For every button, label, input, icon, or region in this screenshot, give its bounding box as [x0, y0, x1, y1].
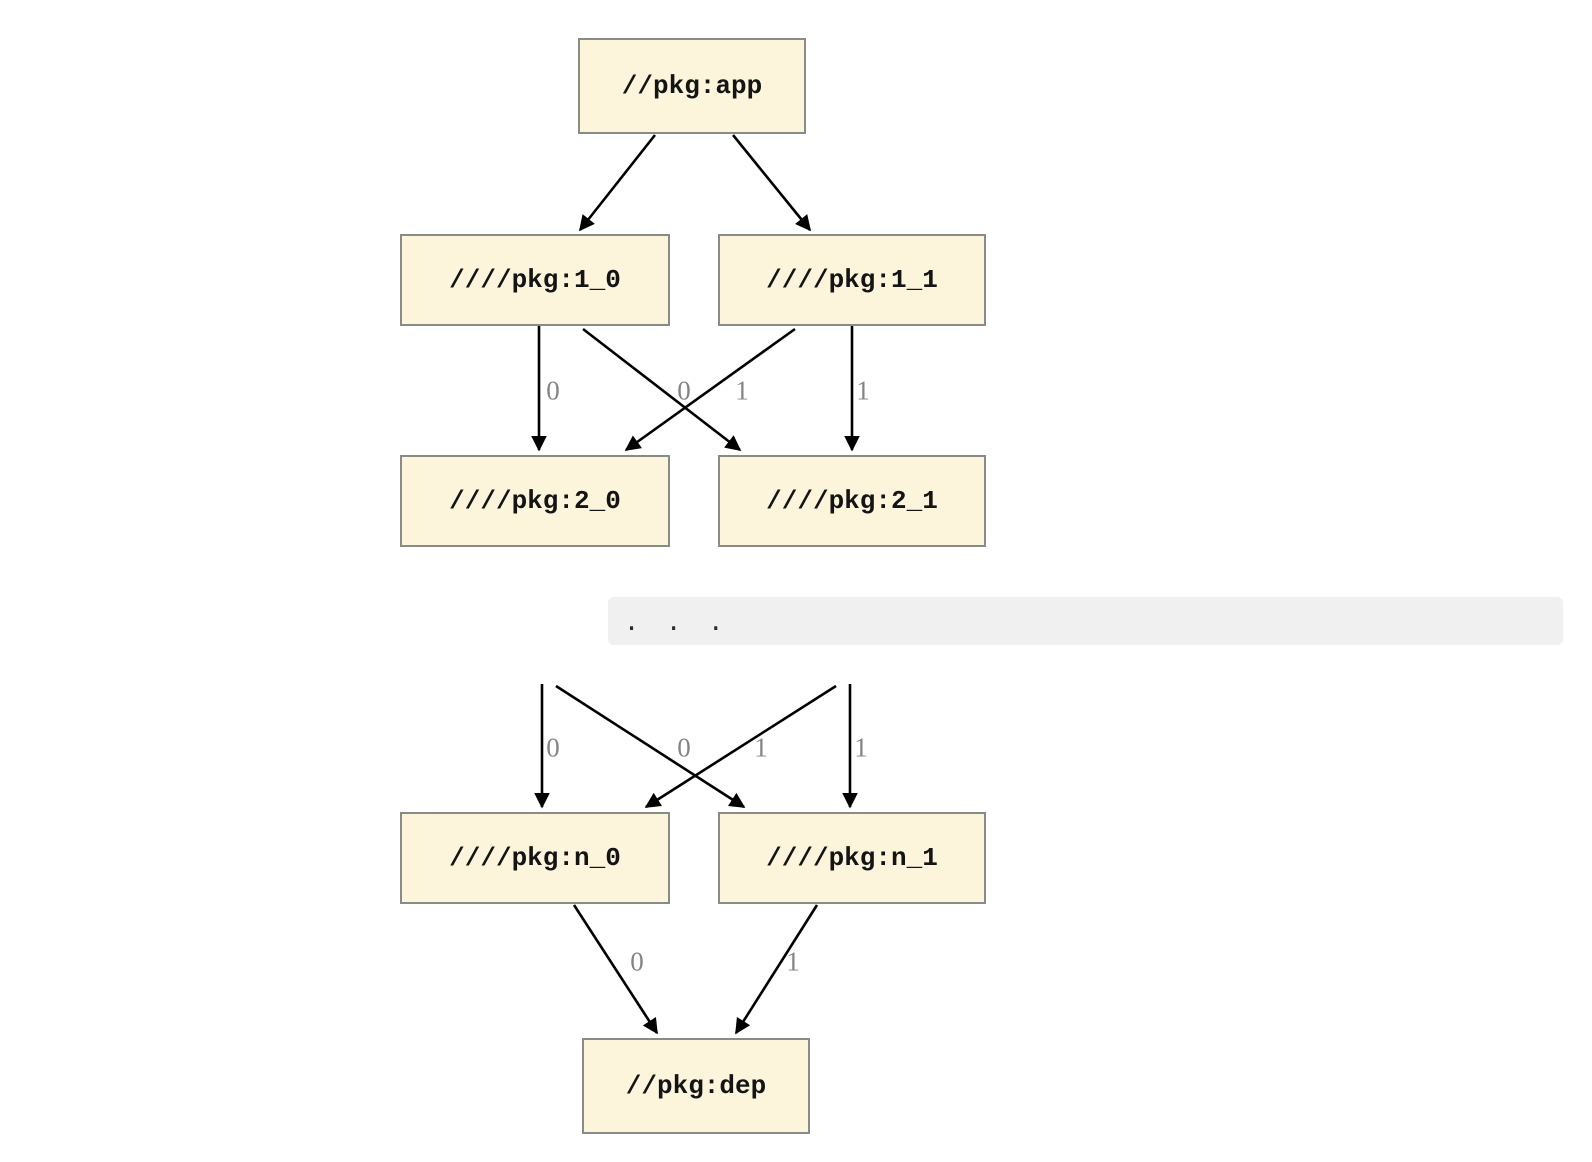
edge-label: 1: [856, 375, 870, 406]
edge-label: 0: [630, 946, 644, 977]
node-pkg-1-1-label: ////pkg:1_1: [766, 265, 938, 295]
node-pkg-app-label: //pkg:app: [621, 71, 763, 101]
edge-label: 1: [735, 375, 749, 406]
edge-label: 0: [546, 732, 560, 763]
edge-label: 0: [677, 375, 691, 406]
node-pkg-n-1-label: ////pkg:n_1: [766, 843, 938, 873]
node-pkg-dep: //pkg:dep: [582, 1038, 810, 1134]
edge-app-to-1-1: [731, 134, 812, 232]
node-pkg-1-0: ////pkg:1_0: [400, 234, 670, 326]
ellipsis-text: . . .: [624, 606, 730, 636]
node-pkg-dep-label: //pkg:dep: [625, 1071, 767, 1101]
edge-1-1-to-2-0: [624, 327, 796, 452]
edge-n-1-to-dep: [734, 904, 819, 1035]
node-pkg-2-1: ////pkg:2_1: [718, 455, 986, 547]
edge-n-0-to-dep: [572, 904, 659, 1035]
node-pkg-2-0: ////pkg:2_0: [400, 455, 670, 547]
node-pkg-1-1: ////pkg:1_1: [718, 234, 986, 326]
node-pkg-2-1-label: ////pkg:2_1: [766, 486, 938, 516]
edge-ellipsis-to-n-0-cross: [644, 684, 837, 809]
node-pkg-n-1: ////pkg:n_1: [718, 812, 986, 904]
node-pkg-2-0-label: ////pkg:2_0: [449, 486, 621, 516]
node-pkg-app: //pkg:app: [578, 38, 806, 134]
edge-label: 0: [677, 732, 691, 763]
edge-1-0-to-2-1: [582, 327, 742, 452]
ellipsis-code-block: . . .: [608, 597, 1563, 645]
edge-label: 1: [754, 732, 768, 763]
edge-app-to-1-0: [578, 134, 657, 232]
node-pkg-1-0-label: ////pkg:1_0: [449, 265, 621, 295]
node-pkg-n-0: ////pkg:n_0: [400, 812, 670, 904]
edge-ellipsis-to-n-1-cross: [555, 684, 746, 809]
edge-label: 1: [786, 946, 800, 977]
node-pkg-n-0-label: ////pkg:n_0: [449, 843, 621, 873]
edge-label: 0: [546, 375, 560, 406]
edge-label: 1: [854, 732, 868, 763]
